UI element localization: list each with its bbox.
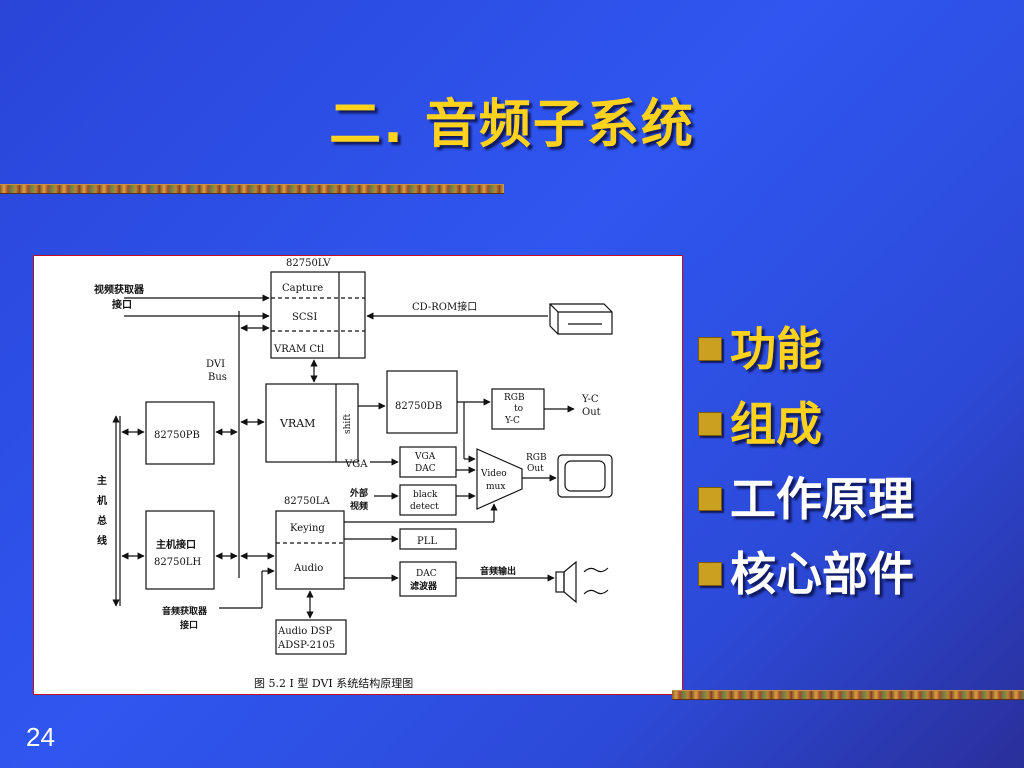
label-video-mux-1: Video xyxy=(480,469,507,479)
bullet-label: 组成 xyxy=(730,396,822,451)
block-dac-filter xyxy=(399,561,457,597)
label-vram-ctl: VRAM Ctl xyxy=(273,344,324,355)
diagram-caption: 图 5.2 I 型 DVI 系统结构原理图 xyxy=(254,676,413,690)
block-82750pb xyxy=(145,401,215,465)
label-rgb-to-yc-1: RGB xyxy=(504,393,525,403)
label-pll: PLL xyxy=(417,536,437,547)
label-cdrom-interface: CD-ROM接口 xyxy=(412,300,477,313)
block-audio-dsp xyxy=(275,619,347,655)
slide-title: 二. 音频子系统 xyxy=(329,95,695,155)
label-audio-capture-if-2: 接口 xyxy=(180,619,198,631)
label-host-bus-3: 总 xyxy=(97,514,107,527)
bullet-item-core-parts: 核心部件 xyxy=(698,533,914,608)
label-audio-dsp-2: ADSP-2105 xyxy=(277,640,335,651)
label-vga-input: VGA xyxy=(344,459,368,470)
label-video-capture-if-1: 视频获取器 xyxy=(94,283,145,296)
decorative-rule-top xyxy=(0,184,504,194)
diagram-canvas: 视频获取器 接口 82750LV Capture SCSI VRAM Ctl C… xyxy=(94,258,613,690)
label-audio-out: 音频输出 xyxy=(480,565,516,577)
label-82750pb: 82750PB xyxy=(154,430,200,441)
label-host-interface-2: 82750LH xyxy=(154,557,201,568)
block-vram xyxy=(265,383,359,463)
label-video-mux-2: mux xyxy=(486,482,505,492)
label-dvi-bus-1: DVI xyxy=(206,359,225,370)
block-82750lv xyxy=(270,271,366,359)
label-vga-dac-2: DAC xyxy=(415,464,436,474)
decorative-rule-bottom xyxy=(672,690,1024,700)
bullet-item-composition: 组成 xyxy=(698,383,914,458)
label-audio: Audio xyxy=(293,563,323,574)
label-vram: VRAM xyxy=(279,417,315,430)
bullet-square-icon xyxy=(698,486,722,511)
label-82750la: 82750LA xyxy=(284,496,330,507)
label-audio-dsp-1: Audio DSP xyxy=(277,626,332,637)
label-rgb-out-2: Out xyxy=(527,464,544,474)
label-rgb-to-yc-2: to xyxy=(514,404,523,414)
label-external-video-2: 视频 xyxy=(350,500,368,512)
label-82750lv: 82750LV xyxy=(286,258,331,269)
label-dac-filter-1: DAC xyxy=(416,569,437,579)
label-host-bus-4: 线 xyxy=(97,534,107,547)
label-black-detect-2: detect xyxy=(410,502,439,512)
bullet-label: 工作原理 xyxy=(730,471,914,526)
label-rgb-to-yc-3: Y-C xyxy=(504,416,520,426)
label-capture: Capture xyxy=(282,283,323,294)
block-vga-dac xyxy=(399,446,457,478)
bullet-item-principle: 工作原理 xyxy=(698,458,914,533)
label-video-capture-if-2: 接口 xyxy=(112,298,132,311)
label-dvi-bus-2: Bus xyxy=(208,372,227,383)
dvi-system-diagram: 视频获取器 接口 82750LV Capture SCSI VRAM Ctl C… xyxy=(33,255,683,695)
cdrom-drive-icon xyxy=(549,303,613,335)
label-dac-filter-2: 滤波器 xyxy=(410,580,438,592)
label-shift: shift xyxy=(343,413,353,434)
block-host-interface xyxy=(145,510,215,590)
bullet-square-icon xyxy=(698,411,722,436)
label-yc-out-2: Out xyxy=(582,407,601,418)
label-host-bus-1: 主 xyxy=(97,474,107,487)
label-yc-out-1: Y-C xyxy=(581,394,599,405)
bullet-square-icon xyxy=(698,336,722,361)
label-scsi: SCSI xyxy=(292,312,317,323)
speaker-icon xyxy=(555,571,565,593)
label-rgb-out-1: RGB xyxy=(526,453,547,463)
block-82750la xyxy=(275,510,345,590)
label-82750db: 82750DB xyxy=(395,401,442,412)
label-host-bus-2: 机 xyxy=(97,494,107,507)
label-host-interface-1: 主机接口 xyxy=(156,538,196,551)
label-audio-capture-if-1: 音频获取器 xyxy=(162,605,208,617)
block-video-mux xyxy=(476,448,523,510)
label-vga-dac-1: VGA xyxy=(414,452,436,462)
bullet-label: 核心部件 xyxy=(730,546,914,601)
label-keying: Keying xyxy=(290,523,325,534)
bullet-item-function: 功能 xyxy=(698,308,914,383)
block-black-detect xyxy=(399,484,457,516)
bullet-square-icon xyxy=(698,561,722,586)
bullet-label: 功能 xyxy=(730,321,822,376)
page-number: 24 xyxy=(26,722,55,752)
label-external-video-1: 外部 xyxy=(349,487,368,499)
block-pll xyxy=(399,528,457,550)
monitor-icon xyxy=(557,454,613,498)
bullet-list: 功能 组成 工作原理 核心部件 xyxy=(698,308,914,608)
label-black-detect-1: black xyxy=(413,490,438,500)
